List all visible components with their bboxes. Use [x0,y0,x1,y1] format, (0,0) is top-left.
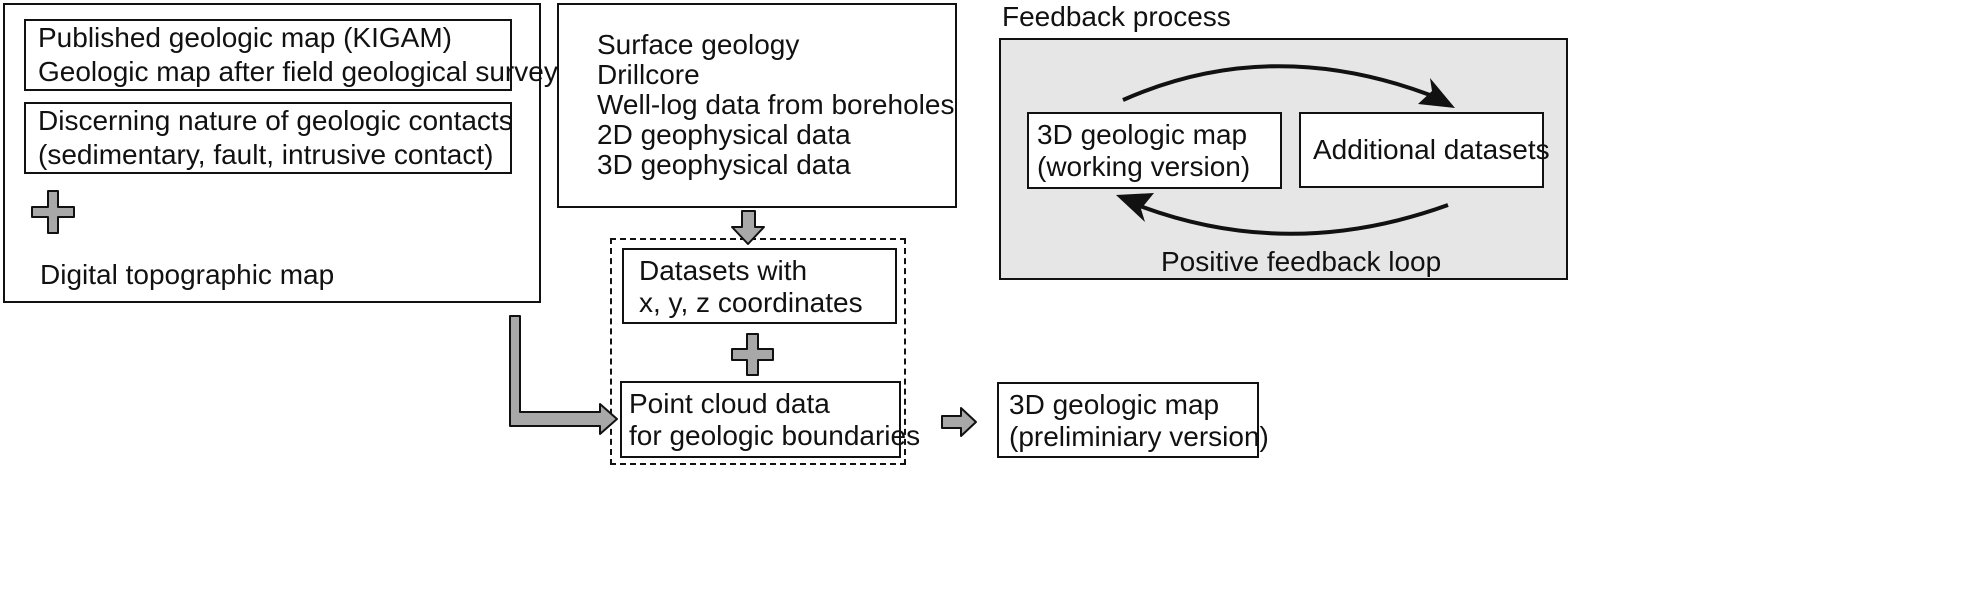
datasets-box: Datasets with x, y, z coordinates [622,248,897,324]
preliminary-map-box: 3D geologic map (preliminiary version) [997,382,1269,458]
geologic-contacts-box: Discerning nature of geologic contacts (… [24,102,513,174]
plus-icon-center [731,333,774,376]
point-cloud-line-1: Point cloud data [629,388,830,419]
geologic-map-line-2: Geologic map after field geological surv… [38,56,558,87]
feedback-bottom-arrowhead-icon [1116,193,1154,222]
geologic-map-box: Published geologic map (KIGAM) Geologic … [24,19,558,91]
data-source-3d-geophysical: 3D geophysical data [597,149,851,180]
feedback-title: Feedback process [1002,1,1231,32]
point-cloud-box: Point cloud data for geologic boundaries [620,381,920,458]
elbow-arrow-icon [509,315,618,435]
data-source-surface-geology: Surface geology [597,29,800,60]
topographic-map-label: Digital topographic map [40,259,335,290]
feedback-bottom-arc [1139,203,1449,236]
preliminary-map-line-1: 3D geologic map [1009,389,1220,420]
arrow-down-icon [731,210,765,245]
arrow-right-icon [941,407,977,437]
additional-datasets-label: Additional datasets [1313,134,1550,165]
preliminary-map-line-2: (preliminiary version) [1009,421,1269,452]
plus-icon-left [31,190,75,234]
data-source-2d-geophysical: 2D geophysical data [597,119,851,150]
datasets-line-1: Datasets with [639,255,808,286]
feedback-top-arrowhead-icon [1418,78,1455,108]
data-source-well-log: Well-log data from boreholes [597,89,955,120]
working-map-box: 3D geologic map (working version) [1027,112,1282,189]
data-source-drillcore: Drillcore [597,59,700,90]
working-map-line-1: 3D geologic map [1037,119,1248,150]
datasets-line-2: x, y, z coordinates [639,287,863,318]
additional-datasets-box: Additional datasets [1299,112,1550,188]
feedback-loop-label: Positive feedback loop [1161,246,1442,277]
working-map-line-2: (working version) [1037,151,1251,182]
point-cloud-line-2: for geologic boundaries [629,420,921,451]
geologic-contacts-line-2: (sedimentary, fault, intrusive contact) [38,139,494,170]
geologic-map-line-1: Published geologic map (KIGAM) [38,22,452,53]
data-sources-box: Surface geology Drillcore Well-log data … [557,3,957,208]
processing-group [610,238,906,465]
feedback-top-arc [1122,64,1431,102]
geologic-contacts-line-1: Discerning nature of geologic contacts [38,105,513,136]
